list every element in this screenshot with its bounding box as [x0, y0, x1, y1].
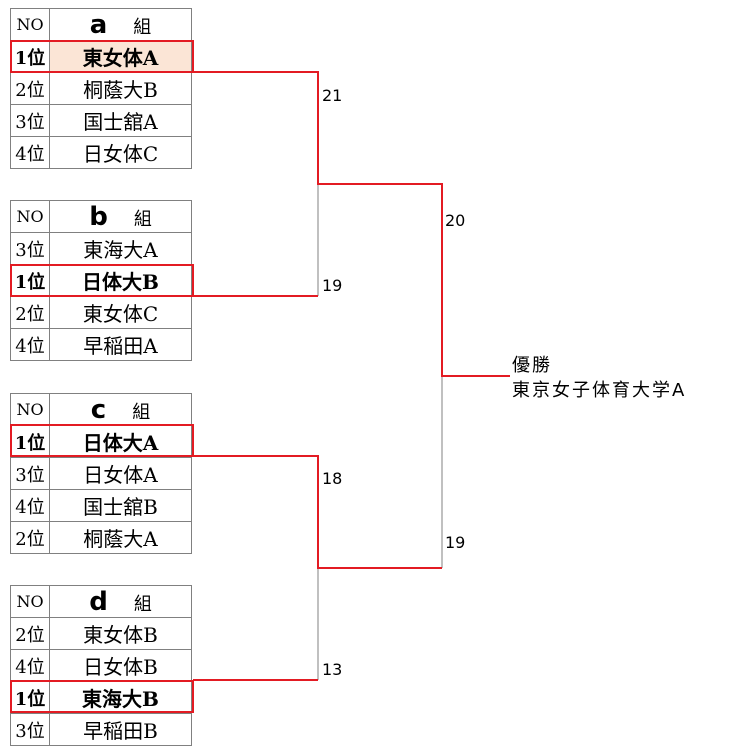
team-cell: 早稲田B [49, 713, 192, 746]
score-semi-top: 20 [445, 211, 466, 230]
team-cell: 日女体C [49, 136, 192, 169]
group-kumi: 組 [133, 208, 152, 230]
group-kumi: 組 [133, 593, 152, 615]
team-cell: 東女体C [49, 296, 192, 329]
rank-cell: 2位 [10, 521, 50, 554]
rank-cell: 4位 [10, 649, 50, 682]
group-letter: c [90, 394, 107, 425]
rank-cell: 4位 [10, 136, 50, 169]
group-letter: b [89, 201, 108, 232]
table-row: 4位 早稲田A [10, 328, 192, 361]
table-row: 4位 国士舘B [10, 489, 192, 522]
no-header: NO [10, 8, 50, 41]
team-cell: 日女体B [49, 649, 192, 682]
team-cell: 桐蔭大A [49, 521, 192, 554]
table-row: 1位 日体大A [10, 425, 192, 458]
winner-box-c [10, 424, 194, 457]
score-c: 18 [322, 469, 343, 488]
rank-cell: 2位 [10, 296, 50, 329]
team-cell: 早稲田A [49, 328, 192, 361]
team-cell: 日体大A [49, 425, 192, 458]
rank-cell: 1位 [10, 425, 50, 458]
rank-cell: 2位 [10, 617, 50, 650]
champion-label: 優勝 [512, 355, 552, 376]
table-row: 3位 早稲田B [10, 713, 192, 746]
score-semi-bottom: 19 [445, 533, 466, 552]
rank-cell: 4位 [10, 328, 50, 361]
winner-box-d [10, 680, 194, 713]
champion-block: 優勝 東京女子体育大学A [512, 353, 686, 403]
table-row: 3位 東海大A [10, 232, 192, 265]
group-letter: d [89, 586, 108, 617]
table-row: 4位 日女体C [10, 136, 192, 169]
winner-box-b [10, 264, 194, 297]
winner-box-a [10, 40, 194, 73]
score-a: 21 [322, 86, 343, 105]
team-cell: 国士舘A [49, 104, 192, 137]
champion-team: 東京女子体育大学A [512, 380, 687, 401]
bracket-line-a-win [193, 71, 510, 377]
table-row: 3位 国士舘A [10, 104, 192, 137]
team-cell: 桐蔭大B [49, 72, 192, 105]
no-header: NO [10, 200, 50, 233]
group-letter: a [89, 9, 108, 40]
table-row: 2位 桐蔭大A [10, 521, 192, 554]
rank-cell: 3位 [10, 104, 50, 137]
group-kumi: 組 [132, 401, 151, 423]
table-row: 4位 日女体B [10, 649, 192, 682]
bracket-line-c-win [193, 455, 442, 569]
group-kumi: 組 [133, 16, 152, 38]
score-b: 19 [322, 276, 343, 295]
score-d: 13 [322, 660, 343, 679]
team-cell: 東海大A [49, 232, 192, 265]
table-row: 2位 桐蔭大B [10, 72, 192, 105]
table-row: 2位 東女体C [10, 296, 192, 329]
rank-cell: 3位 [10, 713, 50, 746]
